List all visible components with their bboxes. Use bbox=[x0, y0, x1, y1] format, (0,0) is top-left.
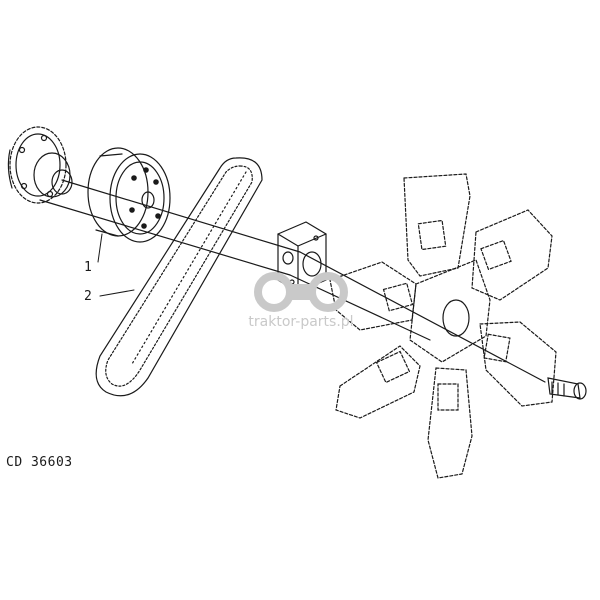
watermark: traktor-parts.pl bbox=[236, 268, 366, 340]
pulley bbox=[87, 147, 171, 243]
callout-1: 1 bbox=[84, 260, 92, 275]
watermark-logo-icon bbox=[254, 272, 348, 312]
diagram-code: CD 36603 bbox=[6, 455, 73, 470]
fan-bolt bbox=[547, 377, 587, 400]
callout-2: 2 bbox=[84, 289, 92, 304]
watermark-text: traktor-parts.pl bbox=[248, 314, 354, 330]
v-belt bbox=[95, 157, 263, 397]
assembly-axis-lines bbox=[39, 179, 546, 383]
crankshaft-hub bbox=[7, 126, 73, 204]
cooling-fan bbox=[329, 173, 557, 479]
callout-leaders bbox=[97, 233, 135, 297]
